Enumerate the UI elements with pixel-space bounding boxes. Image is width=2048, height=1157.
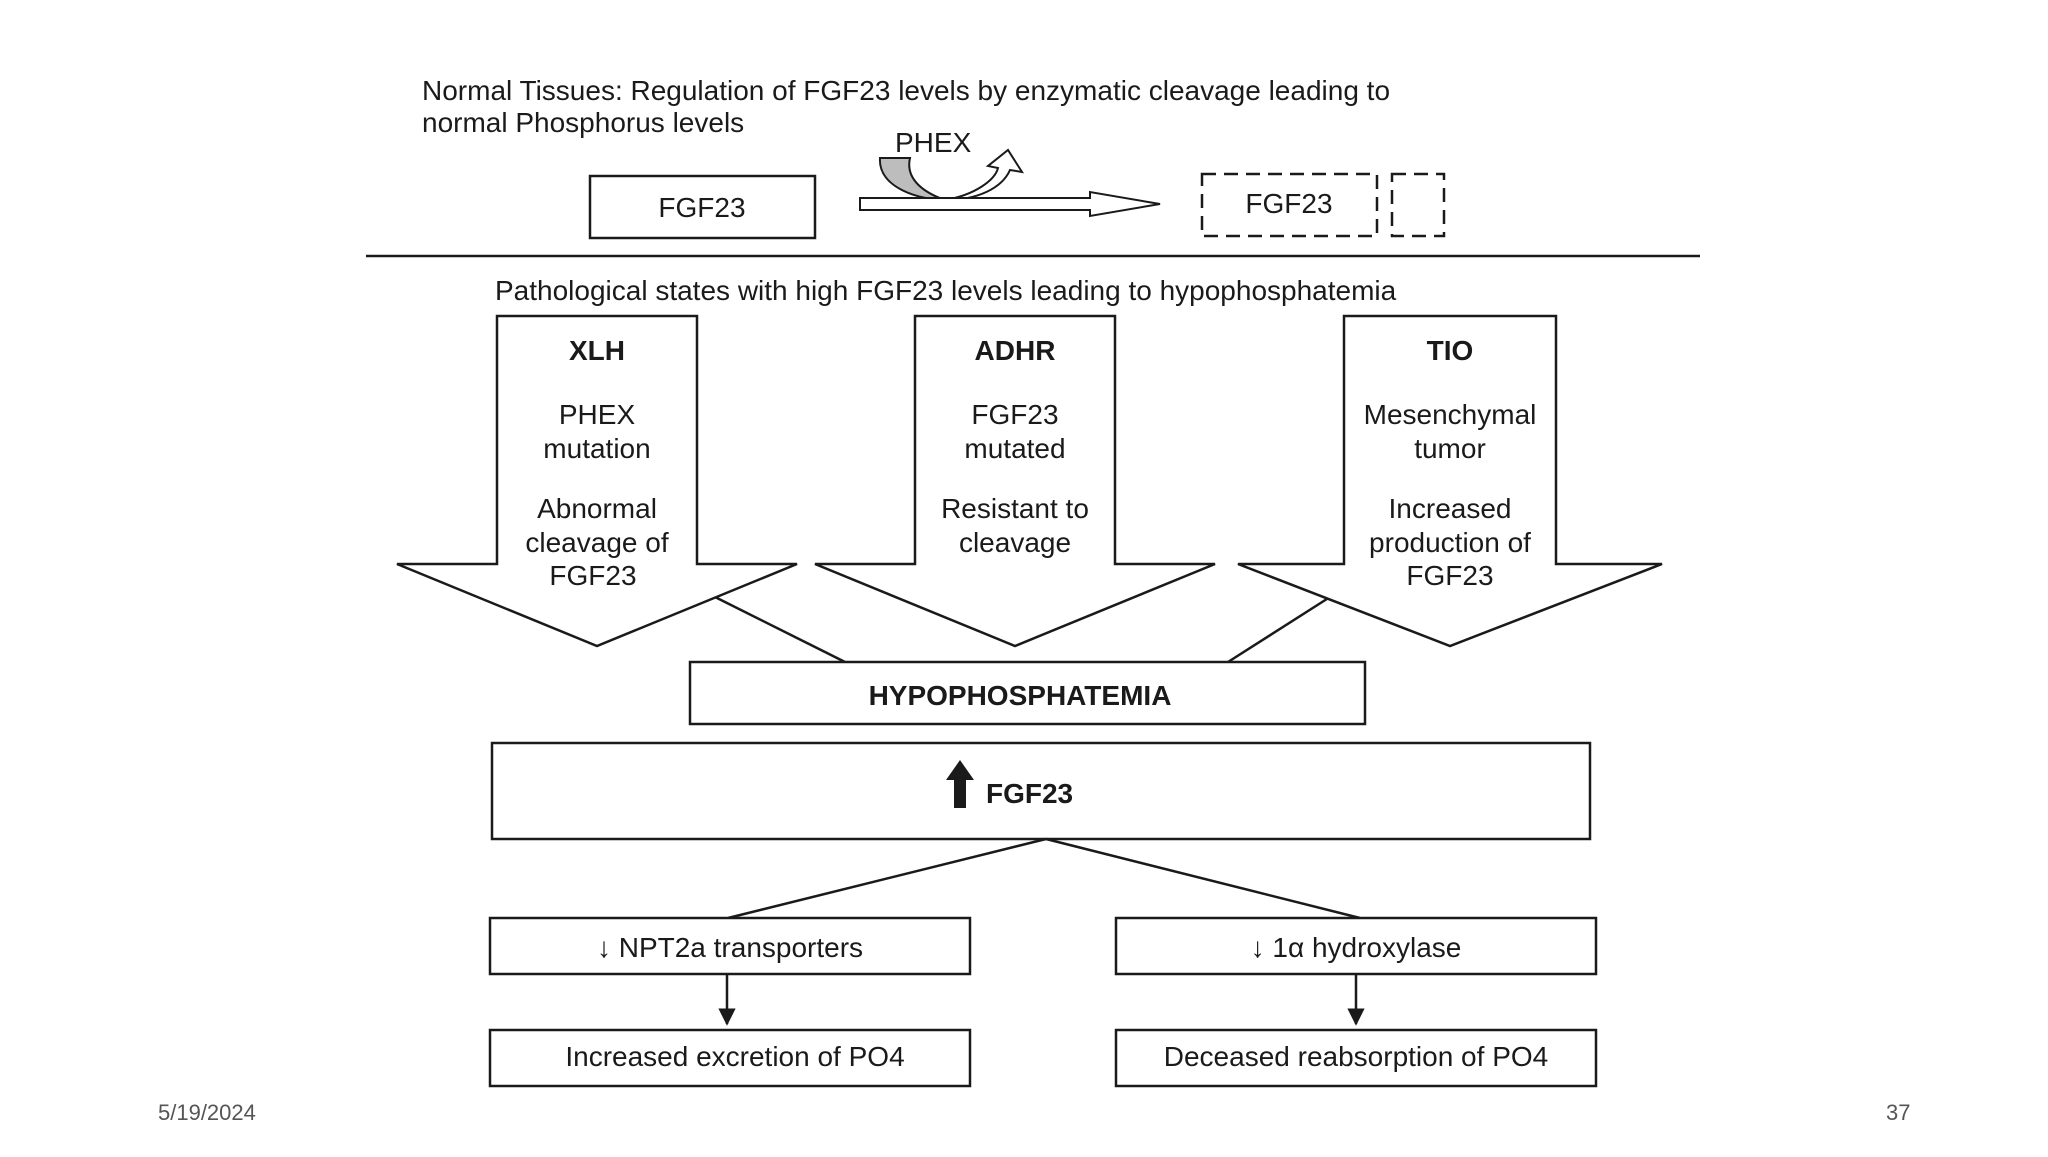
- adhr-line3: Resistant to: [941, 493, 1089, 524]
- tio-title: TIO: [1427, 335, 1474, 366]
- fgf23-intact-label: FGF23: [658, 192, 745, 223]
- npt2a-label: ↓ NPT2a transporters: [597, 932, 863, 963]
- connector-xlh: [714, 595, 846, 664]
- branch-right: [1045, 837, 1361, 920]
- xlh-line5: FGF23: [549, 560, 636, 591]
- xlh-down-arrow-icon: [396, 314, 798, 648]
- hypophosphatemia-label: HYPOPHOSPHATEMIA: [869, 680, 1172, 711]
- tio-line3: Increased: [1389, 493, 1512, 524]
- phex-cleavage-icon: [878, 157, 946, 201]
- fgf23-fragment-box: [1390, 172, 1446, 238]
- normal-title-line2: normal Phosphorus levels: [422, 107, 744, 138]
- adhr-line1: FGF23: [971, 399, 1058, 430]
- reabsorption-label: Deceased reabsorption of PO4: [1164, 1041, 1548, 1072]
- fgf23-intact-box: [588, 174, 817, 240]
- adhr-down-arrow-icon: [814, 314, 1216, 648]
- excretion-label: Increased excretion of PO4: [565, 1041, 904, 1072]
- adhr-title: ADHR: [975, 335, 1056, 366]
- xlh-line2: mutation: [543, 433, 650, 464]
- fgf23-cleaved-label: FGF23: [1245, 188, 1332, 219]
- connector-tio: [1227, 595, 1331, 664]
- normal-title-line1: Normal Tissues: Regulation of FGF23 leve…: [422, 75, 1390, 106]
- phex-label: PHEX: [895, 127, 972, 158]
- xlh-line4: cleavage of: [525, 527, 668, 558]
- up-arrow-icon: [946, 760, 974, 808]
- tio-line2: tumor: [1414, 433, 1486, 464]
- reabsorption-box: [1114, 1028, 1598, 1088]
- tio-line4: production of: [1369, 527, 1531, 558]
- slide-date: 5/19/2024: [158, 1100, 256, 1125]
- excretion-box: [488, 1028, 972, 1088]
- branch-left: [727, 837, 1047, 920]
- pathological-title: Pathological states with high FGF23 leve…: [495, 275, 1397, 306]
- npt2a-box: [488, 916, 972, 976]
- xlh-title: XLH: [569, 335, 625, 366]
- adhr-line4: cleavage: [959, 527, 1071, 558]
- tio-down-arrow-icon: [1237, 314, 1663, 648]
- adhr-line2: mutated: [964, 433, 1065, 464]
- hydroxylase-label: ↓ 1α hydroxylase: [1251, 932, 1462, 963]
- tio-line5: FGF23: [1406, 560, 1493, 591]
- fgf23-high-label: FGF23: [986, 778, 1073, 809]
- fgf23-high-box: [490, 741, 1592, 841]
- cleavage-arrow-icon: [859, 190, 1161, 218]
- fgf23-cleaved-box: [1200, 172, 1379, 238]
- phex-curved-arrow-icon: [944, 148, 1025, 201]
- xlh-line1: PHEX: [559, 399, 636, 430]
- hypophosphatemia-box: [688, 660, 1367, 726]
- xlh-line3: Abnormal: [537, 493, 657, 524]
- slide-number: 37: [1886, 1100, 1911, 1125]
- tio-line1: Mesenchymal: [1364, 399, 1537, 430]
